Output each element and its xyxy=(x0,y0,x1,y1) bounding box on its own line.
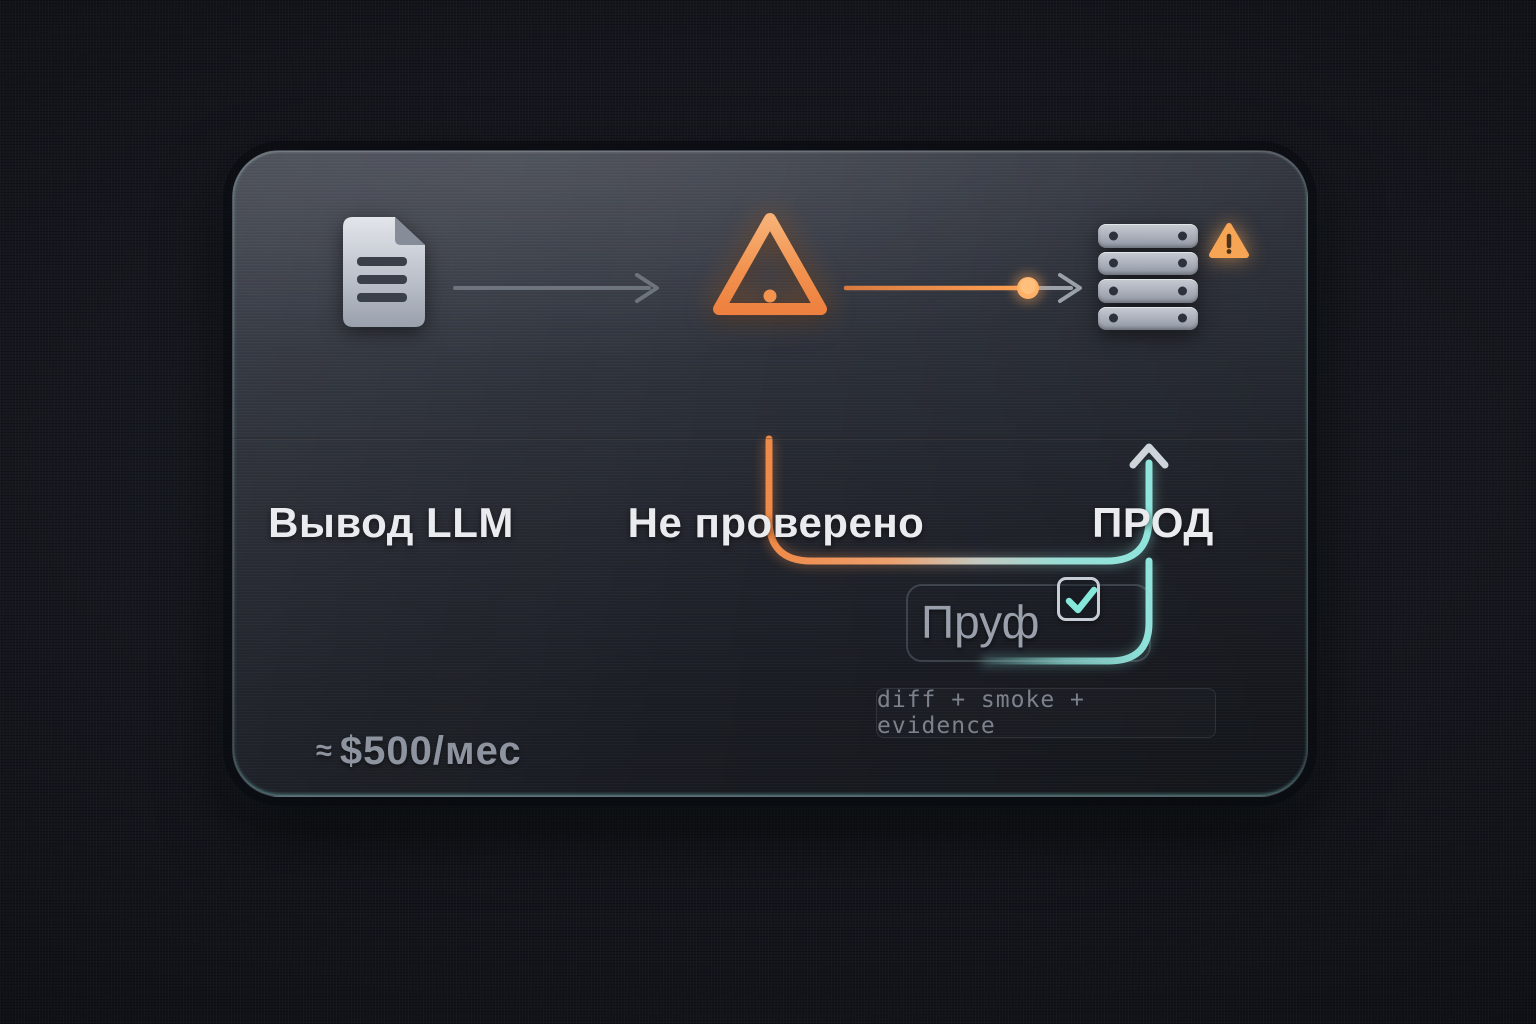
glass-card: Вывод LLM Не проверено ПРОД xyxy=(232,150,1308,797)
node-label-prod: ПРОД xyxy=(1092,499,1214,546)
server-icon xyxy=(1098,224,1198,330)
warning-badge-icon xyxy=(1209,223,1249,258)
arrow-llm-to-unverified xyxy=(453,273,659,303)
warning-triangle-icon xyxy=(713,213,827,315)
server-bar xyxy=(1098,251,1198,275)
approx-symbol: ≈ xyxy=(316,735,332,767)
node-label-unverified: Не проверено xyxy=(627,499,925,546)
server-bar xyxy=(1098,279,1198,303)
proof-label: Пруф xyxy=(921,596,1040,648)
cost-label: ≈$500/мес xyxy=(316,729,522,774)
server-bar xyxy=(1098,224,1198,248)
proof-checkbox[interactable] xyxy=(1057,577,1100,621)
cost-amount: $500/мес xyxy=(339,729,522,773)
evidence-box: diff + smoke + evidence xyxy=(876,687,1216,739)
document-icon xyxy=(343,217,425,327)
node-label-llm-output: Вывод LLM xyxy=(268,499,514,546)
flow-lines xyxy=(453,272,1169,668)
proof-box xyxy=(906,584,1151,662)
feedback-loop-line xyxy=(762,435,1169,668)
checkmark-icon xyxy=(1065,586,1098,614)
evidence-label: diff + smoke + evidence xyxy=(877,687,1085,739)
server-bar xyxy=(1098,306,1198,330)
arrow-unverified-to-prod xyxy=(841,272,1082,304)
card-divider xyxy=(233,438,1307,440)
